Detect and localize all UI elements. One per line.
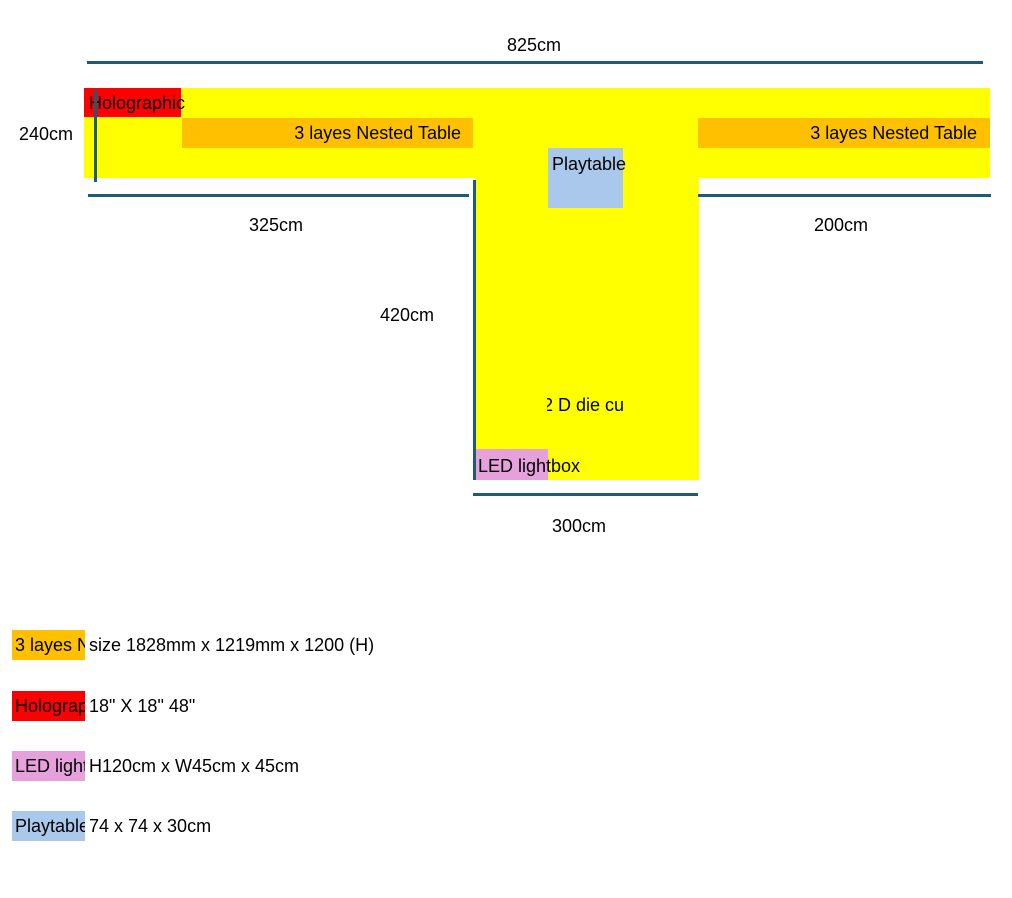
legend-swatch-led-lightbox: LED lightbox [12, 751, 85, 781]
dim-line-left-vertical [94, 90, 97, 182]
dim-label-top: 825cm [507, 35, 562, 55]
dim-label-right-width: 200cm [814, 215, 869, 235]
dim-label-left-width: 325cm [249, 215, 304, 235]
legend-spec-holographic: 18" X 18" 48" [89, 696, 196, 716]
led-lightbox-block [475, 449, 548, 480]
playtable-label: Playtable [552, 154, 627, 174]
holographic-block [84, 88, 181, 117]
dim-line-right-bottom [698, 194, 991, 197]
nested-table-right: 3 layes Nested Table [698, 118, 990, 148]
legend-swatch-holographic: Holographic [12, 691, 85, 721]
nested-table-left-label: 3 layes Nested Table [294, 123, 461, 143]
dim-label-stem-height: 420cm [380, 305, 435, 325]
holographic-label: Holographic [89, 93, 186, 113]
dim-line-left-bottom [88, 194, 469, 197]
dim-line-top [87, 61, 983, 64]
dim-label-stem-width: 300cm [552, 516, 607, 536]
nested-table-left: 3 layes Nested Table [182, 118, 473, 148]
nested-table-right-label: 3 layes Nested Table [810, 123, 977, 143]
legend-spec-playtable: 74 x 74 x 30cm [89, 816, 212, 836]
legend-spec-led-lightbox: H120cm x W45cm x 45cm [89, 756, 300, 776]
legend-spec-nested-table: size 1828mm x 1219mm x 1200 (H) [89, 635, 375, 655]
dim-line-stem-bottom [473, 493, 698, 496]
die-cut-text: 2 D die cu [547, 395, 625, 415]
legend-swatch-playtable: Playtable [12, 811, 85, 841]
floor-stem [475, 178, 699, 480]
die-cut-label: 2 D die cu [547, 395, 625, 415]
playtable-block [548, 148, 623, 208]
led-lightbox-label: LED lightbox [478, 456, 581, 476]
legend-swatch-nested-table: 3 layes N [12, 630, 85, 660]
dim-label-left-height: 240cm [19, 124, 74, 144]
dim-line-stem-vertical [473, 180, 476, 480]
